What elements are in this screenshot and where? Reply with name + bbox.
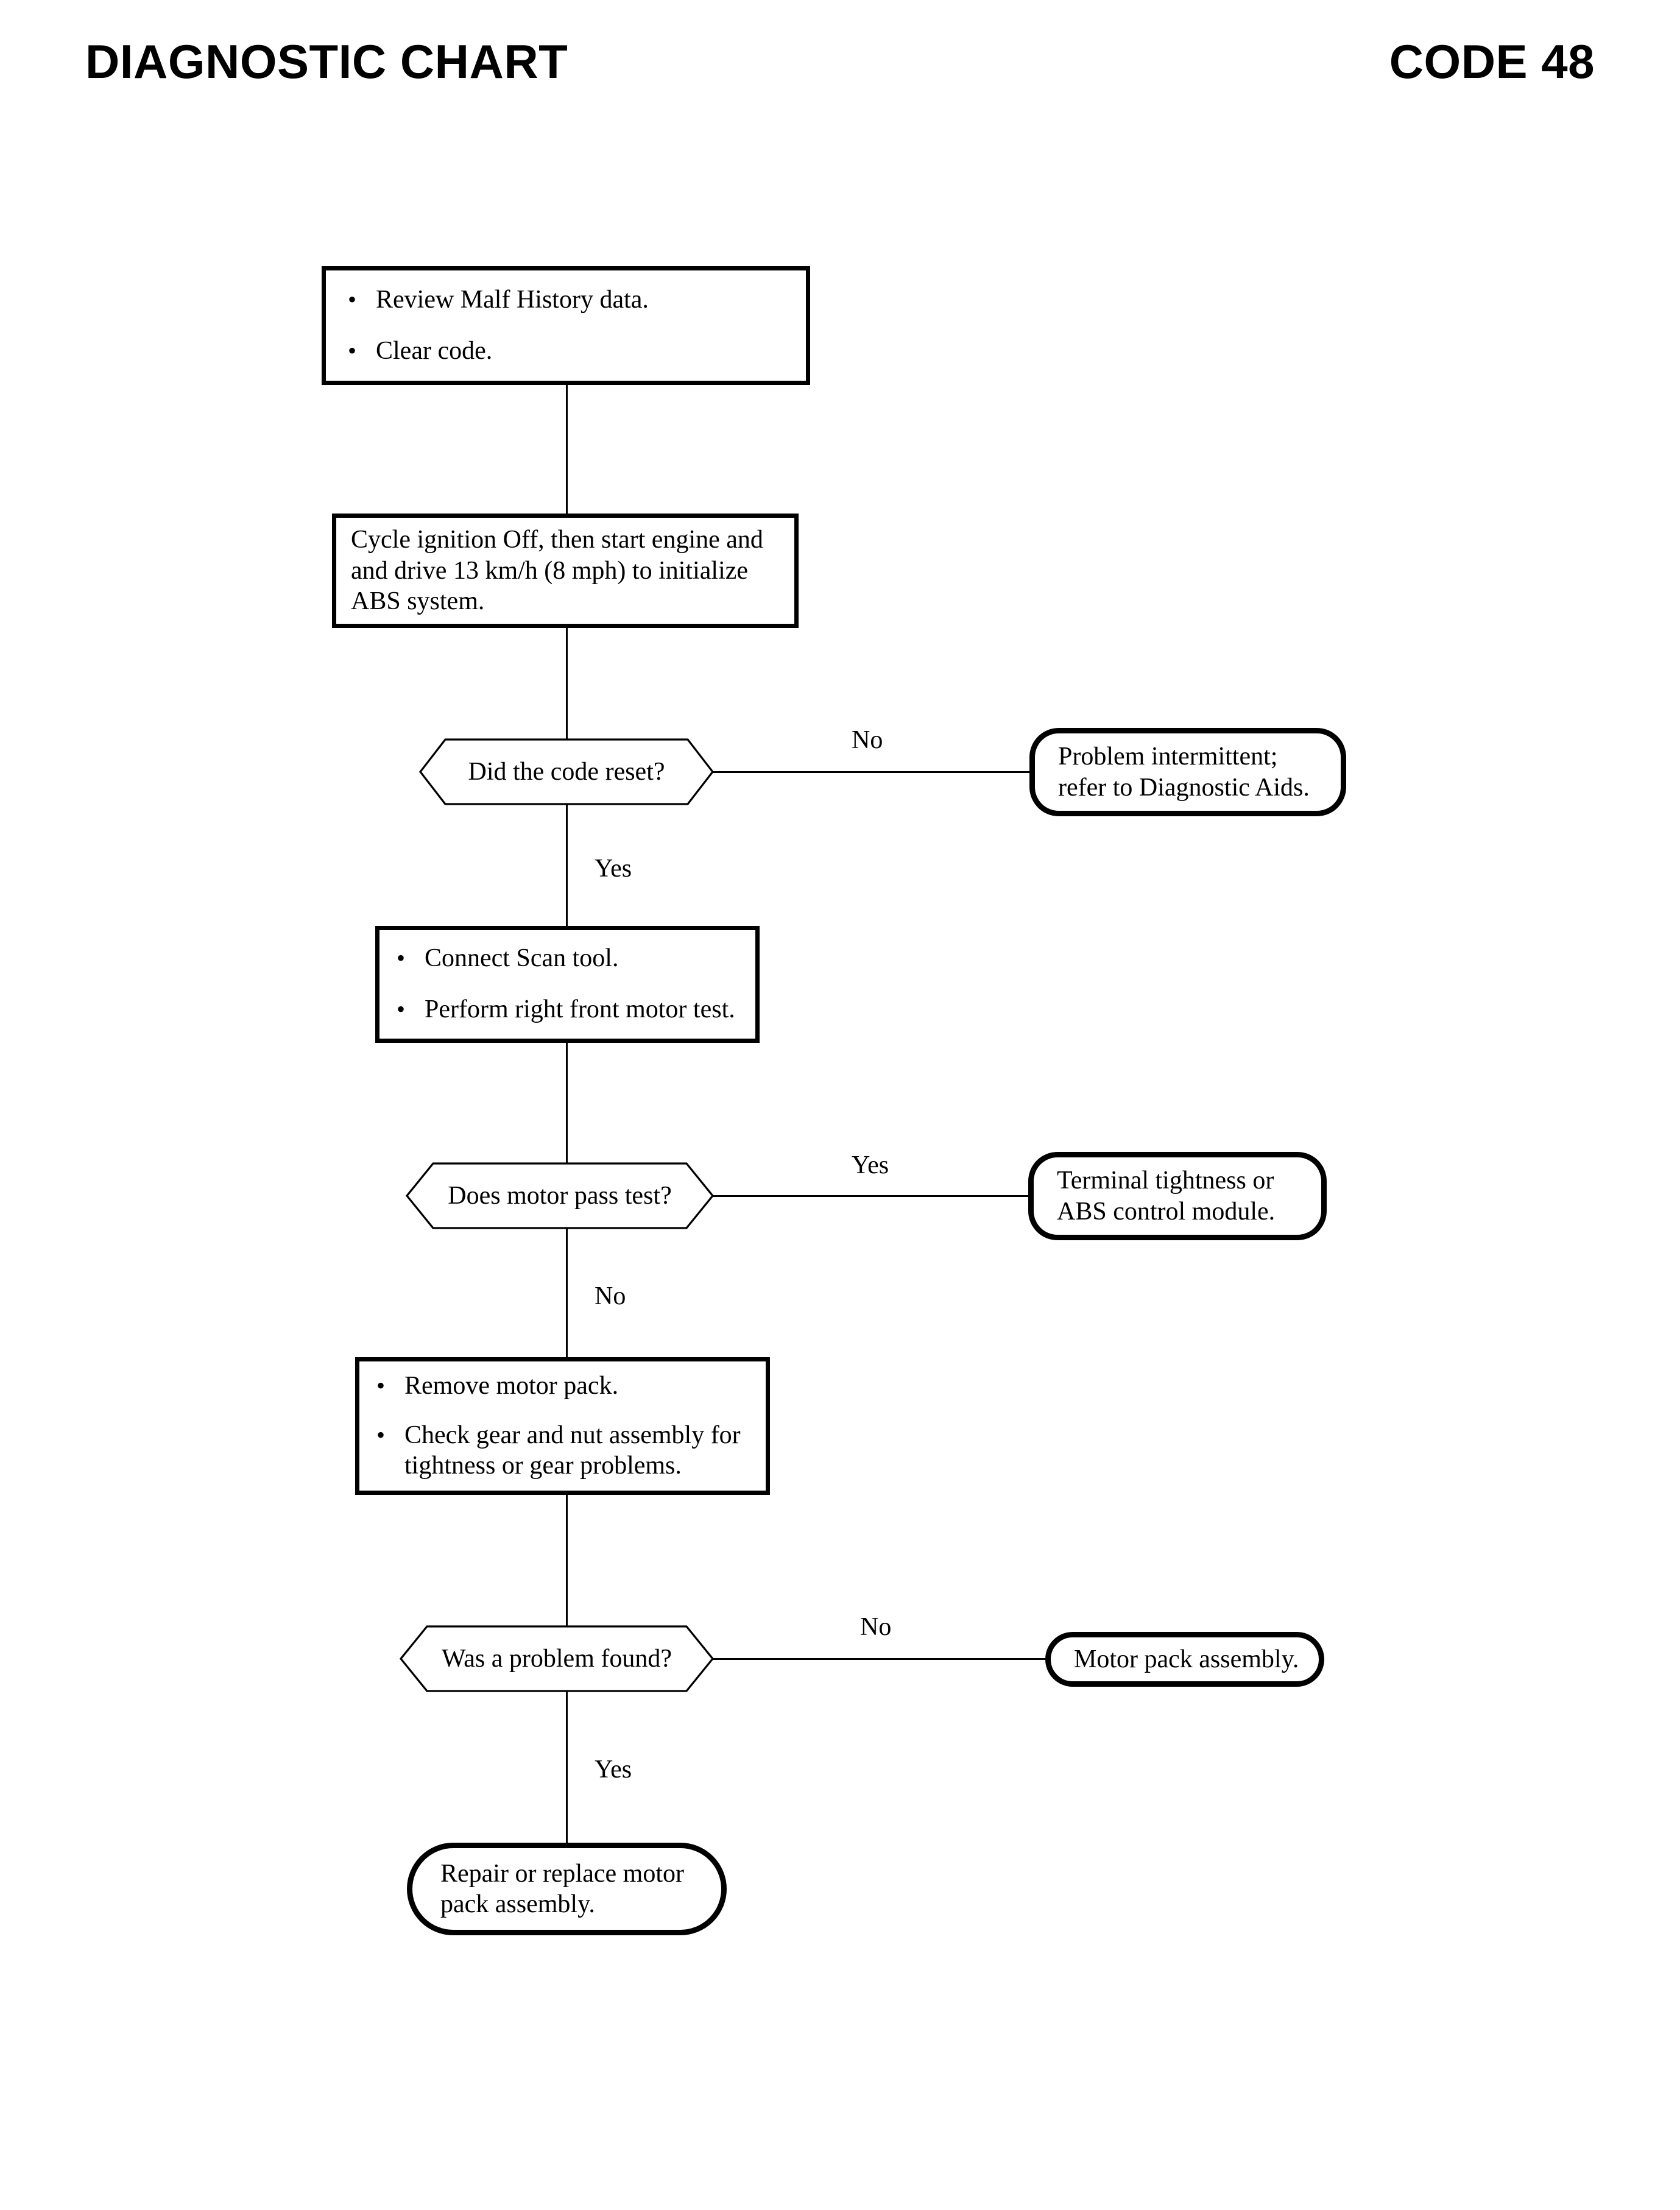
terminal-motor-pack-assembly: Motor pack assembly.	[1045, 1632, 1324, 1687]
terminal-text-line: Repair or replace motor	[440, 1859, 684, 1888]
terminal-text-line: refer to Diagnostic Aids.	[1058, 773, 1310, 802]
terminal-problem-intermittent: Problem intermittent; refer to Diagnosti…	[1029, 728, 1346, 816]
edge-label-no-3: No	[860, 1613, 892, 1641]
terminal-text-line: ABS control module.	[1057, 1197, 1276, 1226]
process-text-line: and drive 13 km/h (8 mph) to initialize	[351, 556, 749, 585]
terminal-text-line: Terminal tightness or	[1057, 1167, 1274, 1195]
decision-label: Did the code reset?	[468, 758, 665, 786]
hexagon-shape	[419, 738, 714, 805]
decision-did-code-reset: Did the code reset?	[419, 738, 714, 805]
decision-label: Was a problem found?	[442, 1645, 672, 1673]
edge-label-yes-3: Yes	[595, 1756, 632, 1784]
list-item: • Review Malf History data.	[348, 285, 828, 316]
edge-label-no-2: No	[595, 1282, 626, 1310]
bullet-icon: •	[397, 944, 406, 972]
process-box-scan-tool: • Connect Scan tool. • Perform right fro…	[375, 926, 760, 1043]
list-item: • Remove motor pack.	[376, 1371, 783, 1402]
list-item-label: Remove motor pack.	[404, 1371, 619, 1400]
list-item-label: Perform right front motor test.	[425, 995, 735, 1023]
connector-decision1-to-terminal1	[713, 771, 1031, 773]
list-item: • Clear code.	[348, 336, 828, 367]
connector-decision2-to-box4	[566, 1228, 568, 1357]
connector-box4-to-decision3	[566, 1495, 568, 1629]
list-item-label: Connect Scan tool.	[425, 944, 619, 973]
process-box-cycle-ignition: Cycle ignition Off, then start engine an…	[332, 514, 799, 628]
bullet-icon: •	[376, 1421, 386, 1449]
list-item: • Check gear and nut assembly for tightn…	[376, 1421, 783, 1481]
connector-decision3-to-terminal3	[713, 1658, 1046, 1660]
terminal-terminal-tightness: Terminal tightness or ABS control module…	[1028, 1152, 1327, 1240]
process-text-line: Cycle ignition Off, then start engine an…	[351, 526, 763, 554]
connector-box1-to-box2	[566, 385, 568, 514]
hexagon-shape	[406, 1162, 714, 1229]
connector-decision3-to-terminal4	[566, 1691, 568, 1843]
process-box-review-clear: • Review Malf History data. • Clear code…	[322, 266, 810, 385]
connector-decision2-to-terminal2	[713, 1195, 1029, 1197]
list-item: • Perform right front motor test.	[397, 995, 772, 1025]
process-box-remove-motor-pack: • Remove motor pack. • Check gear and nu…	[355, 1357, 770, 1495]
connector-box3-to-decision2	[566, 1043, 568, 1165]
list-item-label: Clear code.	[376, 336, 493, 365]
decision-label: Does motor pass test?	[448, 1182, 672, 1210]
terminal-text-line: Problem intermittent;	[1058, 743, 1278, 771]
terminal-text-line: Motor pack assembly.	[1074, 1645, 1299, 1673]
hexagon-shape	[400, 1625, 714, 1692]
edge-label-no-1: No	[852, 726, 883, 754]
bullet-icon: •	[376, 1371, 386, 1399]
page-title: DIAGNOSTIC CHART	[85, 35, 568, 88]
decision-does-motor-pass-test: Does motor pass test?	[406, 1162, 714, 1229]
terminal-text-line: pack assembly.	[440, 1890, 595, 1918]
list-item-label-line: tightness or gear problems.	[404, 1451, 682, 1480]
list-item: • Connect Scan tool.	[397, 944, 772, 974]
process-text-line: ABS system.	[351, 587, 485, 616]
decision-was-problem-found: Was a problem found?	[400, 1625, 714, 1692]
diagnostic-code-label: CODE 48	[1389, 35, 1595, 88]
bullet-icon: •	[348, 285, 357, 313]
list-item-label: Review Malf History data.	[376, 285, 649, 314]
list-item-label-line: Check gear and nut assembly for	[404, 1421, 741, 1450]
list-item-label: Check gear and nut assembly for tightnes…	[404, 1421, 783, 1481]
edge-label-yes-2: Yes	[852, 1151, 889, 1179]
bullet-icon: •	[397, 995, 406, 1023]
bullet-icon: •	[348, 336, 357, 364]
terminal-repair-or-replace: Repair or replace motor pack assembly.	[407, 1843, 727, 1935]
edge-label-yes-1: Yes	[595, 855, 632, 883]
connector-decision1-to-box3	[566, 804, 568, 926]
page-header: DIAGNOSTIC CHART CODE 48	[0, 29, 1680, 108]
connector-box2-to-decision1	[566, 628, 568, 741]
